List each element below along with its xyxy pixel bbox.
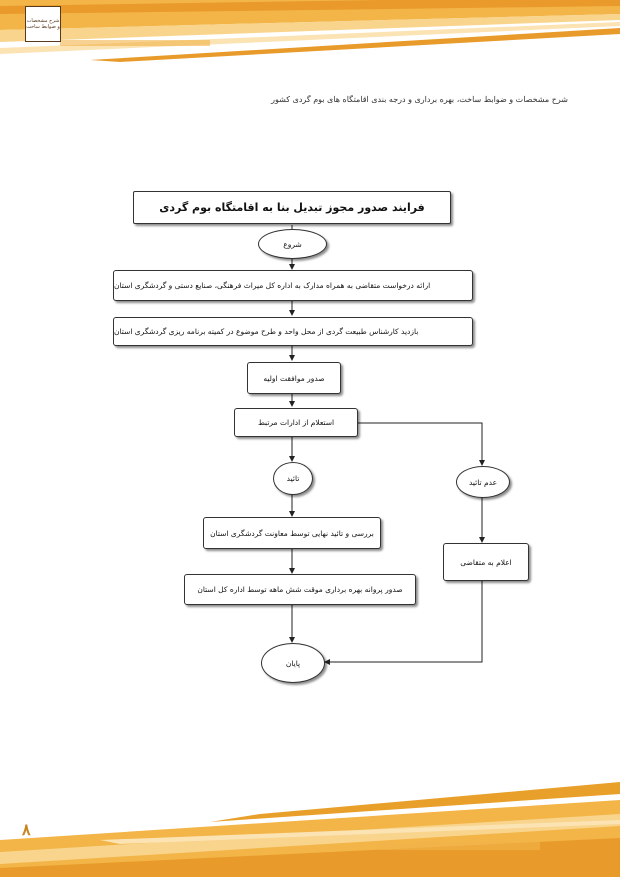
- step-inquiry: استعلام از ادارات مرتبط: [234, 408, 358, 437]
- end-node: پایان: [261, 643, 325, 683]
- step-final-review: بررسی و تائید نهایی توسط معاونت گردشگری …: [203, 517, 381, 549]
- top-decorative-band: [0, 0, 620, 78]
- approved-node: تائید: [273, 462, 313, 495]
- step-issue-license: صدور پروانه بهره برداری موقت شش ماهه توس…: [184, 574, 416, 605]
- bottom-decorative-band: [0, 782, 620, 877]
- step-expert-visit: بازدید کارشناس طبیعت گردی از محل واحد و …: [113, 317, 473, 346]
- publisher-logo: شرح مشخصات و ضوابط ساخت: [25, 6, 61, 42]
- flowchart-title: فرایند صدور مجوز تبدیل بنا به اقامتگاه ب…: [133, 191, 451, 224]
- step-notify-applicant: اعلام به متقاضی: [443, 543, 529, 581]
- step-submit-request: ارائه درخواست متقاضی به همراه مدارک به ا…: [113, 270, 473, 301]
- start-node: شروع: [258, 229, 327, 259]
- page-number: ۸: [22, 820, 31, 839]
- step-initial-approval: صدور موافقت اولیه: [247, 362, 341, 394]
- rejected-node: عدم تائید: [456, 466, 510, 498]
- running-header: شرح مشخصات و ضوابط ساخت، بهره برداری و د…: [271, 95, 568, 104]
